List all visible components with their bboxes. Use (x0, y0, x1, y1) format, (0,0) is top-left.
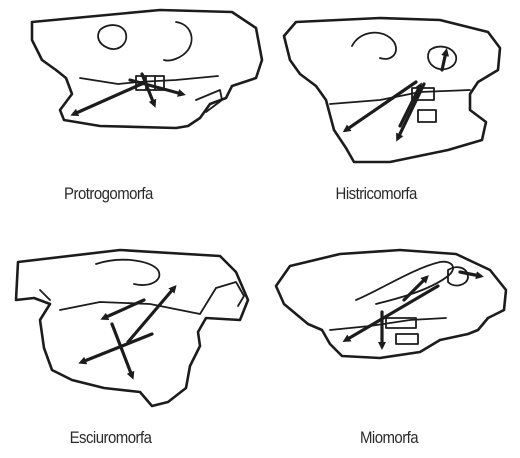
skull-protrogomorfa (32, 10, 262, 128)
zygomatic-ridge (352, 33, 396, 59)
label-esciuromorfa: Esciuromorfa (70, 428, 152, 448)
skull-histricomorfa (284, 18, 500, 162)
orbit-shape (40, 290, 50, 300)
jaw-notch (216, 282, 244, 306)
tooth-block (418, 110, 436, 122)
skull-outline (276, 250, 506, 358)
label-protrogomorfa: Protrogomorfa (64, 184, 153, 204)
orbit-shape (448, 267, 468, 285)
zygomatic-ridge (164, 22, 192, 61)
skull-outline (16, 250, 248, 406)
orbit-shape (98, 25, 126, 49)
tooth-block (396, 334, 418, 344)
muscle-arrow (346, 286, 438, 340)
skull-esciuromorfa (16, 250, 248, 406)
zygomatic-ridge (96, 260, 159, 285)
muscle-arrow (442, 52, 446, 70)
muscle-arrow (74, 82, 146, 114)
muscle-arrow (460, 272, 480, 276)
muscle-arrow (142, 74, 154, 104)
skull-miomorfa (276, 250, 506, 358)
skull-outline (32, 10, 262, 128)
label-miomorfa: Miomorfa (360, 428, 418, 448)
label-histricomorfa: Histricomorfa (336, 184, 417, 204)
palate-line (80, 76, 218, 84)
